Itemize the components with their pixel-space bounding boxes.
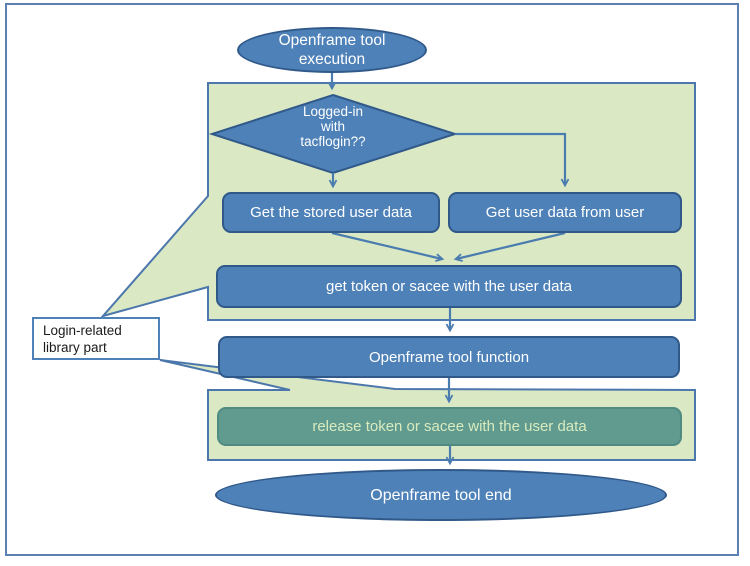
- login-library-label-line1: Login-related: [43, 323, 122, 338]
- login-library-label-line2: library part: [43, 340, 107, 355]
- node-openframe-tool-function: Openframe tool function: [218, 336, 680, 378]
- node-start-label-line1: Openframe tool: [278, 32, 386, 49]
- node-end-label: Openframe tool end: [370, 486, 512, 504]
- node-release-token: release token or sacee with the user dat…: [217, 407, 682, 446]
- arrow-fromuser-to-gettoken: [453, 231, 566, 262]
- node-end-terminator: Openframe tool end: [215, 469, 667, 521]
- node-get-user-data-from-user: Get user data from user: [448, 192, 682, 233]
- node-get-stored-user-data: Get the stored user data: [222, 192, 440, 233]
- arrow-decision-to-fromuser: [455, 132, 570, 188]
- decision-label-line3: tacflogin??: [300, 134, 366, 149]
- node-get-from-user-label: Get user data from user: [485, 204, 645, 221]
- node-start-label-line2: execution: [298, 51, 366, 68]
- decision-label-line2: with: [320, 119, 345, 134]
- node-get-token-label: get token or sacee with the user data: [326, 278, 572, 295]
- node-get-stored-label: Get the stored user data: [250, 204, 412, 221]
- node-release-label: release token or sacee with the user dat…: [312, 418, 587, 435]
- node-get-token: get token or sacee with the user data: [216, 265, 682, 308]
- decision-label: Logged-in with tacflogin??: [253, 104, 413, 149]
- page-border-frame: [5, 3, 739, 556]
- arrow-stored-to-gettoken: [331, 231, 445, 262]
- decision-label-line1: Logged-in: [302, 104, 364, 119]
- node-start-terminator: Openframe tool execution: [237, 27, 427, 73]
- node-tool-function-label: Openframe tool function: [368, 348, 530, 366]
- login-library-label-box: Login-related library part: [32, 317, 160, 360]
